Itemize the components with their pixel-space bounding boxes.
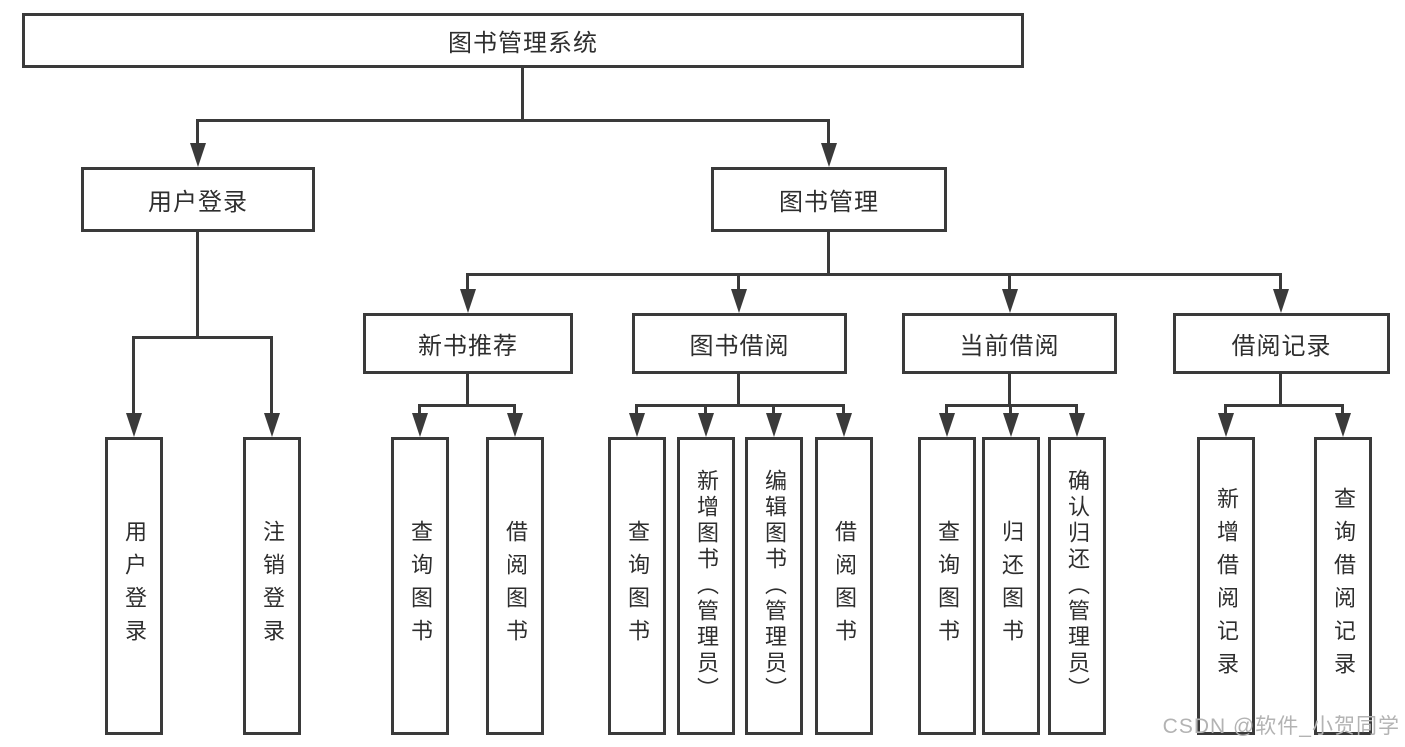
arrowhead-down-icon [836, 413, 852, 437]
node-user-login: 用户登录 [81, 167, 315, 232]
connector-new-book-stem [466, 374, 469, 407]
node-new-book: 新书推荐 [363, 313, 573, 374]
leaf-logout-label: 注销登录 [260, 520, 285, 652]
arrowhead-down-icon [1003, 413, 1019, 437]
arrowhead-down-icon [821, 143, 837, 167]
connector-drop-leaf [132, 336, 135, 427]
arrowhead-down-icon [1069, 413, 1085, 437]
connector-current-borrow-stem [1008, 374, 1011, 407]
connector-user-login-rail [132, 336, 273, 339]
leaf-user-login: 用户登录 [105, 437, 163, 735]
node-book-mgmt: 图书管理 [711, 167, 947, 232]
arrowhead-down-icon [698, 413, 714, 437]
leaf-query-books-1: 查询图书 [391, 437, 449, 735]
connector-drop-book-mgmt [827, 119, 830, 157]
connector-borrow-records-stem [1279, 374, 1282, 407]
leaf-return-books: 归还图书 [982, 437, 1040, 735]
connector-drop-leaf [270, 336, 273, 427]
leaf-borrow-books-2: 借阅图书 [815, 437, 873, 735]
arrowhead-down-icon [1218, 413, 1234, 437]
leaf-edit-book-admin: 编辑图书（管理员） [745, 437, 803, 735]
node-current-borrow-label: 当前借阅 [959, 333, 1060, 360]
node-new-book-label: 新书推荐 [418, 333, 518, 360]
leaf-borrow-books-1-label: 借阅图书 [503, 520, 528, 652]
arrowhead-down-icon [1002, 289, 1018, 313]
leaf-add-book-admin-label: 新增图书（管理员） [694, 469, 719, 703]
arrowhead-down-icon [507, 413, 523, 437]
connector-root-rail [196, 119, 830, 122]
leaf-add-borrow-record: 新增借阅记录 [1197, 437, 1255, 735]
arrowhead-down-icon [939, 413, 955, 437]
node-borrow-records: 借阅记录 [1173, 313, 1390, 374]
arrowhead-down-icon [460, 289, 476, 313]
connector-book-mgmt-rail [466, 273, 1282, 276]
connector-book-borrow-stem [737, 374, 740, 407]
node-root: 图书管理系统 [22, 13, 1024, 68]
connector-borrow-records-rail [1224, 404, 1344, 407]
arrowhead-down-icon [264, 413, 280, 437]
leaf-add-book-admin: 新增图书（管理员） [677, 437, 735, 735]
leaf-edit-book-admin-label: 编辑图书（管理员） [762, 469, 787, 703]
connector-root-stem [521, 68, 524, 120]
node-root-label: 图书管理系统 [448, 30, 598, 57]
connector-drop-borrow-records [1279, 273, 1282, 303]
leaf-logout: 注销登录 [243, 437, 301, 735]
arrowhead-down-icon [731, 289, 747, 313]
node-book-borrow-label: 图书借阅 [689, 333, 790, 360]
leaf-query-borrow-record-label: 查询借阅记录 [1331, 487, 1356, 685]
leaf-query-books-2: 查询图书 [608, 437, 666, 735]
connector-drop-new-book [466, 273, 469, 303]
leaf-confirm-return-admin-label: 确认归还（管理员） [1065, 469, 1090, 703]
leaf-query-books-1-label: 查询图书 [408, 520, 433, 652]
leaf-query-books-2-label: 查询图书 [625, 520, 650, 652]
leaf-query-books-3: 查询图书 [918, 437, 976, 735]
connector-drop-user-login [196, 119, 199, 157]
node-book-mgmt-label: 图书管理 [779, 189, 879, 216]
node-current-borrow: 当前借阅 [902, 313, 1117, 374]
leaf-return-books-label: 归还图书 [999, 520, 1024, 652]
connector-drop-current-borrow [1008, 273, 1011, 303]
arrowhead-down-icon [190, 143, 206, 167]
arrowhead-down-icon [1335, 413, 1351, 437]
leaf-add-borrow-record-label: 新增借阅记录 [1214, 487, 1239, 685]
connector-drop-book-borrow [737, 273, 740, 303]
arrowhead-down-icon [629, 413, 645, 437]
arrowhead-down-icon [126, 413, 142, 437]
leaf-user-login-label: 用户登录 [122, 520, 147, 652]
leaf-confirm-return-admin: 确认归还（管理员） [1048, 437, 1106, 735]
arrowhead-down-icon [766, 413, 782, 437]
leaf-query-books-3-label: 查询图书 [935, 520, 960, 652]
connector-book-borrow-rail [635, 404, 845, 407]
leaf-borrow-books-1: 借阅图书 [486, 437, 544, 735]
node-borrow-records-label: 借阅记录 [1231, 333, 1332, 360]
node-user-login-label: 用户登录 [148, 189, 248, 216]
csdn-watermark: CSDN @软件_小贺同学 [1162, 715, 1400, 738]
arrowhead-down-icon [412, 413, 428, 437]
leaf-query-borrow-record: 查询借阅记录 [1314, 437, 1372, 735]
connector-book-mgmt-stem [827, 232, 830, 276]
connector-user-login-stem [196, 232, 199, 339]
arrowhead-down-icon [1273, 289, 1289, 313]
node-book-borrow: 图书借阅 [632, 313, 847, 374]
connector-new-book-rail [418, 404, 516, 407]
leaf-borrow-books-2-label: 借阅图书 [832, 520, 857, 652]
